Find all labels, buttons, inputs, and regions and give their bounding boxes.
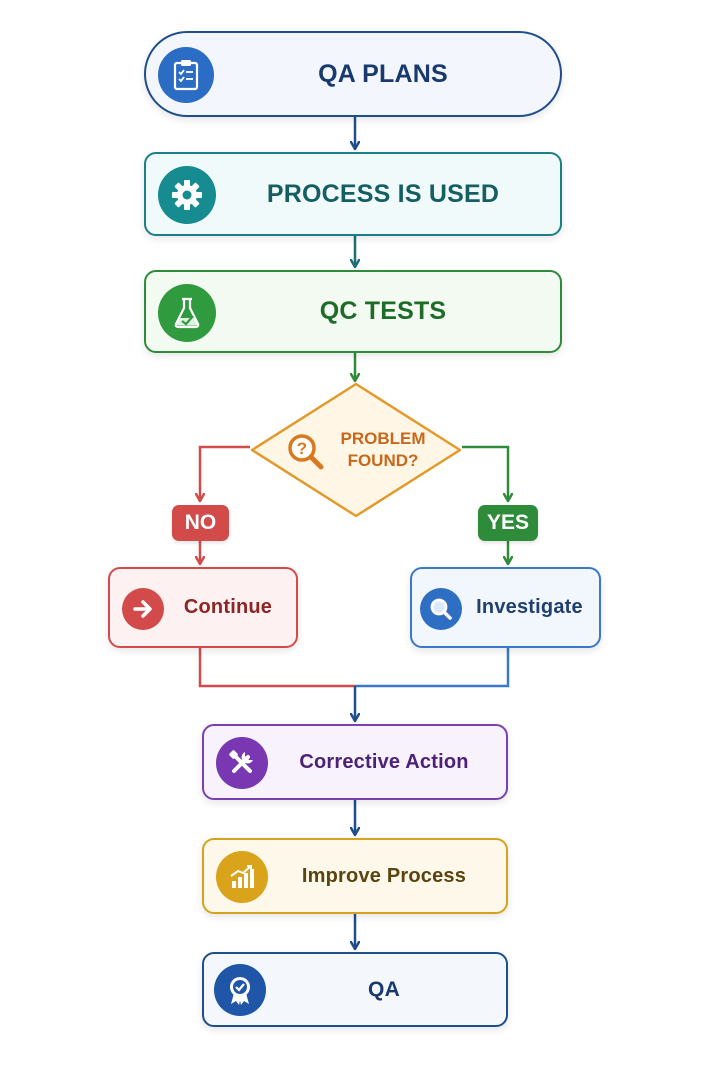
flask-check-icon xyxy=(158,284,216,342)
process-used-node: PROCESS IS USED xyxy=(144,152,562,236)
yes-badge: YES xyxy=(478,505,538,541)
connector-decision-no xyxy=(200,445,250,500)
decision-label: PROBLEM FOUND? xyxy=(328,428,438,472)
qa-plans-node: QA PLANS xyxy=(144,31,562,117)
magnifier-question-icon: ? xyxy=(286,432,326,472)
improve-process-node: Improve Process xyxy=(202,838,508,914)
qc-tests-node: QC TESTS xyxy=(144,270,562,353)
investigate-label: Investigate xyxy=(476,596,583,618)
qc-tests-label: QC TESTS xyxy=(319,297,447,325)
connector-continue-merge xyxy=(198,648,355,688)
corrective-action-label: Corrective Action xyxy=(299,750,469,773)
continue-label: Continue xyxy=(183,596,273,618)
gear-icon xyxy=(158,166,216,224)
qa-label: QA xyxy=(368,977,400,1001)
corrective-action-node: Corrective Action xyxy=(202,724,508,800)
process-used-label: PROCESS IS USED xyxy=(266,179,500,208)
growth-chart-icon xyxy=(216,851,268,903)
tools-icon xyxy=(216,737,268,789)
no-badge: NO xyxy=(172,505,229,541)
search-icon xyxy=(420,588,462,630)
decision-label-line2: FOUND? xyxy=(347,451,419,470)
svg-text:?: ? xyxy=(297,439,307,458)
continue-node: Continue xyxy=(108,567,298,648)
clipboard-checklist-icon xyxy=(158,47,214,103)
connector-decision-yes xyxy=(462,445,508,500)
decision-node: ? PROBLEM FOUND? xyxy=(252,384,460,516)
improve-process-label: Improve Process xyxy=(301,864,467,887)
arrow-right-icon xyxy=(122,588,164,630)
decision-label-line1: PROBLEM xyxy=(340,429,426,448)
award-badge-icon xyxy=(214,964,266,1016)
connector-investigate-merge xyxy=(355,648,510,688)
qa-plans-label: QA PLANS xyxy=(318,59,448,88)
decision-diamond xyxy=(250,382,462,518)
qa-node: QA xyxy=(202,952,508,1027)
investigate-node: Investigate xyxy=(410,567,601,648)
